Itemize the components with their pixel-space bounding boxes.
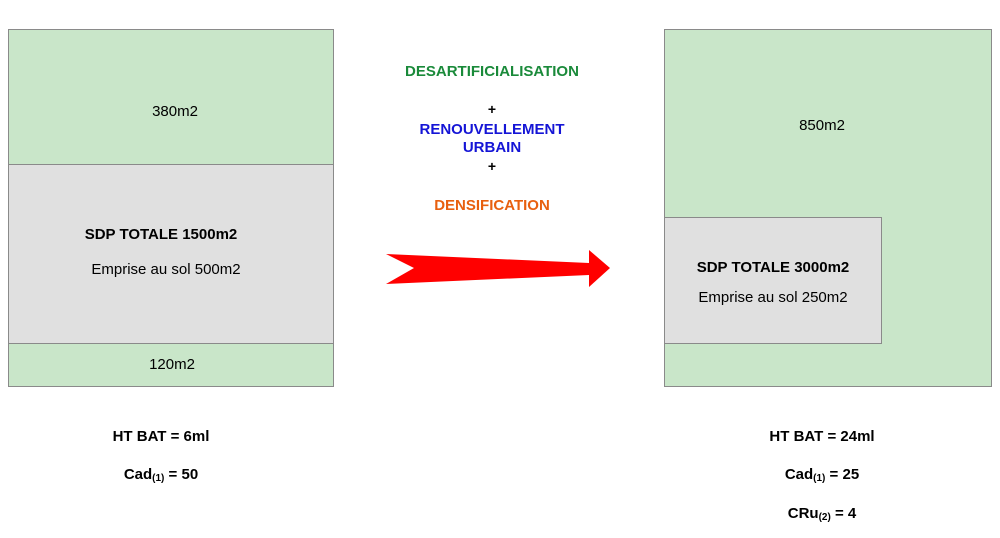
right-area-label: 850m2 [799,117,845,134]
left-cad-text: Cad [123,466,153,483]
right-cru-subscript: (2) [818,512,831,523]
right-ht-bat-label: HT BAT = 24ml [769,428,875,445]
renouvellement-label: RENOUVELLEMENT [419,121,565,138]
left-emprise-label: Emprise au sol 500m2 [91,261,241,278]
right-cad-label: Cad(1) = 25 [747,466,897,484]
transformation-arrow [386,250,610,287]
left-building-footprint [8,164,334,344]
right-cru-text: CRu [787,505,819,522]
right-emprise-label: Emprise au sol 250m2 [698,289,848,306]
right-cru-value: = 4 [830,505,857,522]
right-cad-subscript: (1) [813,473,826,484]
arrow-shape [386,250,610,287]
left-sdp-total-label: SDP TOTALE 1500m2 [84,226,238,243]
left-top-area-label: 380m2 [152,103,198,120]
left-ht-bat-label: HT BAT = 6ml [112,428,210,445]
left-bottom-area-label: 120m2 [149,356,195,373]
right-cad-value: = 25 [825,466,860,483]
plus-sign-1: + [487,101,497,117]
plus-sign-2: + [487,158,497,174]
urbain-label: URBAIN [462,139,522,156]
densification-label: DENSIFICATION [434,197,550,214]
right-building-footprint [664,217,882,344]
right-cru-label: CRu(2) = 4 [747,505,897,523]
right-sdp-total-label: SDP TOTALE 3000m2 [696,259,850,276]
right-cad-text: Cad [784,466,814,483]
left-cad-value: = 50 [164,466,199,483]
left-plot-top-green-area [8,29,334,165]
left-cad-subscript: (1) [152,473,165,484]
left-cad-label: Cad(1) = 50 [86,466,236,484]
left-plot-bottom-green-area [8,343,334,387]
desartificialisation-label: DESARTIFICIALISATION [405,63,579,80]
